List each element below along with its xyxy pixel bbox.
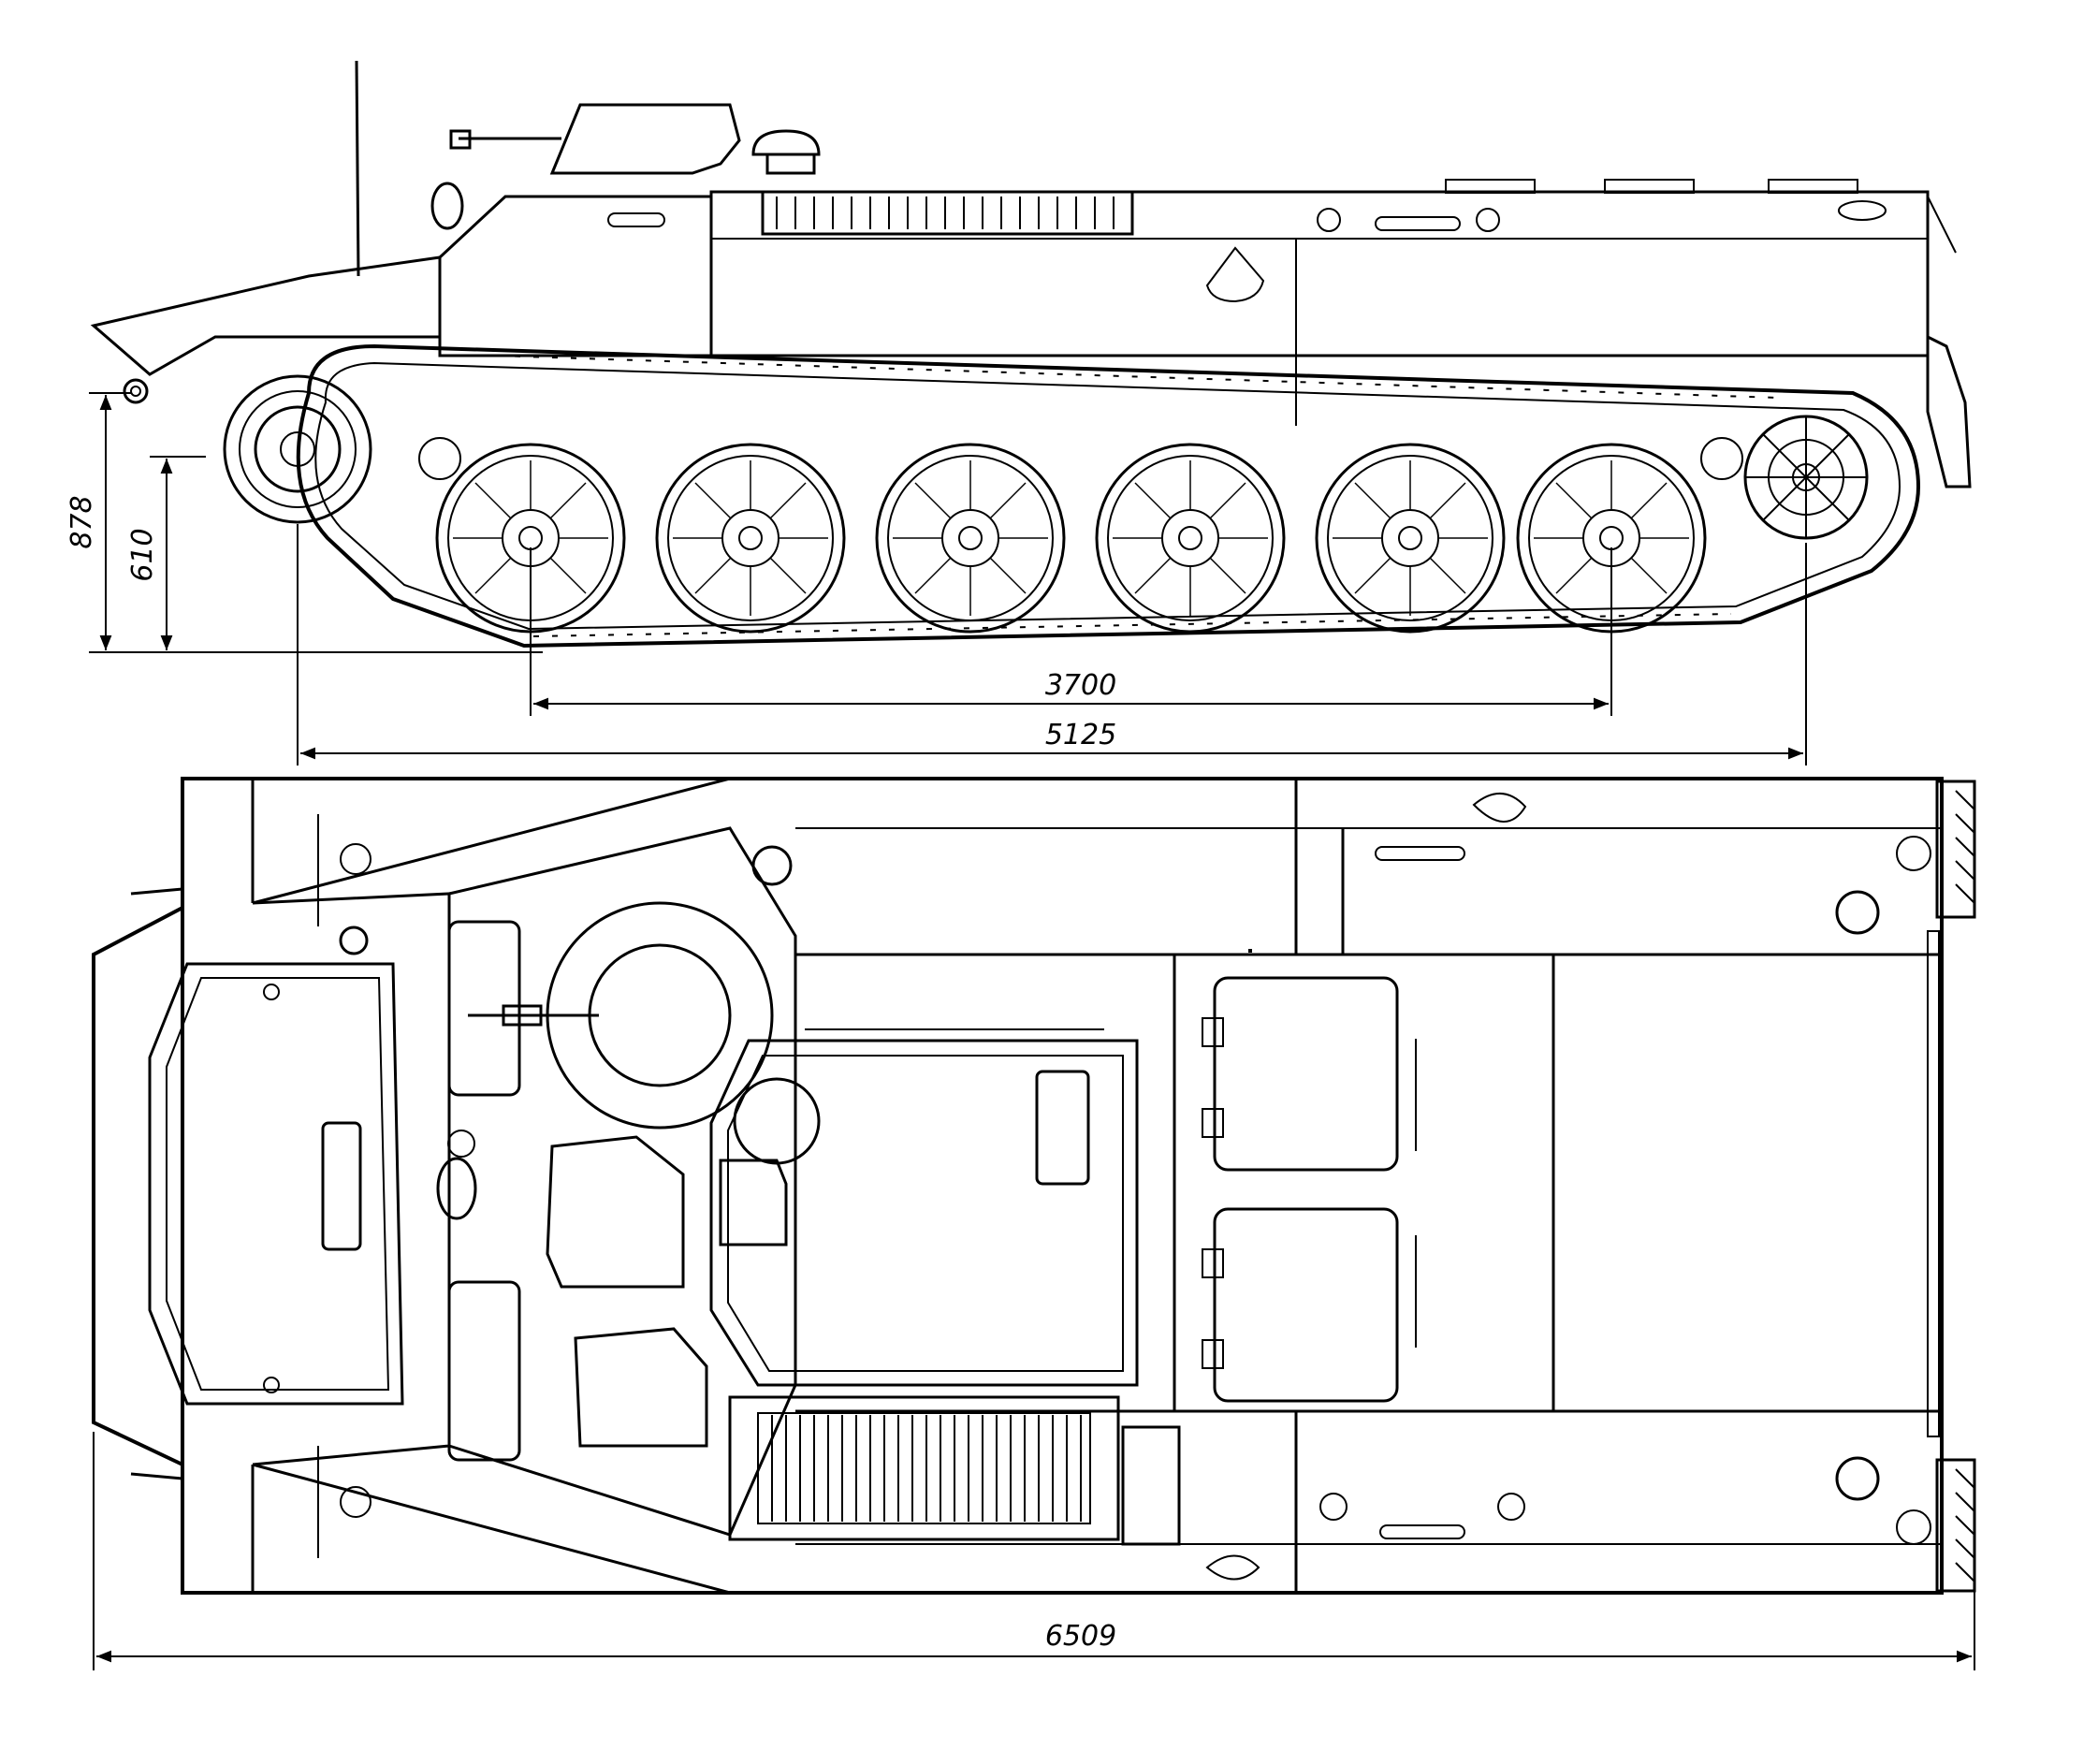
dim-wheelbase: 3700 bbox=[1045, 669, 1116, 702]
dim-overall-length: 6509 bbox=[1045, 1620, 1116, 1653]
bow-plate bbox=[90, 255, 442, 376]
dim-track-length: 5125 bbox=[1045, 719, 1116, 751]
rear-mudguards bbox=[1927, 780, 1976, 1593]
top-hull-outline bbox=[181, 777, 1944, 1595]
return-rollers bbox=[418, 437, 1743, 480]
idler-wheel bbox=[1743, 415, 1869, 540]
track bbox=[296, 343, 1921, 649]
tow-hooks bbox=[130, 814, 372, 1558]
turret-ring bbox=[468, 901, 774, 1130]
engine-grille-side bbox=[761, 190, 1134, 236]
top-dimensions: 6509 bbox=[93, 1432, 1975, 1670]
road-wheels bbox=[435, 443, 1707, 634]
side-hatch-upper bbox=[447, 920, 521, 1097]
turret bbox=[549, 103, 741, 175]
top-view bbox=[92, 777, 1976, 1595]
front-hull bbox=[438, 195, 713, 357]
main-hull bbox=[709, 190, 1930, 357]
driver-hatch bbox=[148, 962, 404, 1406]
side-dimensions: 878 610 3700 5125 bbox=[66, 392, 1807, 765]
headlight bbox=[430, 182, 464, 230]
engine-grille-top bbox=[728, 1395, 1181, 1546]
troop-compartment-hatch bbox=[709, 1039, 1139, 1387]
side-view bbox=[90, 60, 1972, 649]
rear-deck-fittings bbox=[1205, 793, 1931, 1581]
engine-grille-slats bbox=[776, 197, 1115, 229]
side-hatch-lower bbox=[447, 1280, 521, 1462]
rear-roof-hatches bbox=[1202, 976, 1417, 1403]
antenna bbox=[355, 60, 360, 277]
hatch-dome bbox=[751, 129, 821, 156]
track-links bbox=[495, 355, 1779, 637]
drive-sprocket bbox=[223, 374, 372, 524]
top-nose bbox=[92, 906, 183, 1466]
dim-height-hull: 610 bbox=[126, 528, 159, 581]
hull-stowage-boxes bbox=[1445, 179, 1858, 194]
dim-height-total: 878 bbox=[66, 495, 98, 548]
